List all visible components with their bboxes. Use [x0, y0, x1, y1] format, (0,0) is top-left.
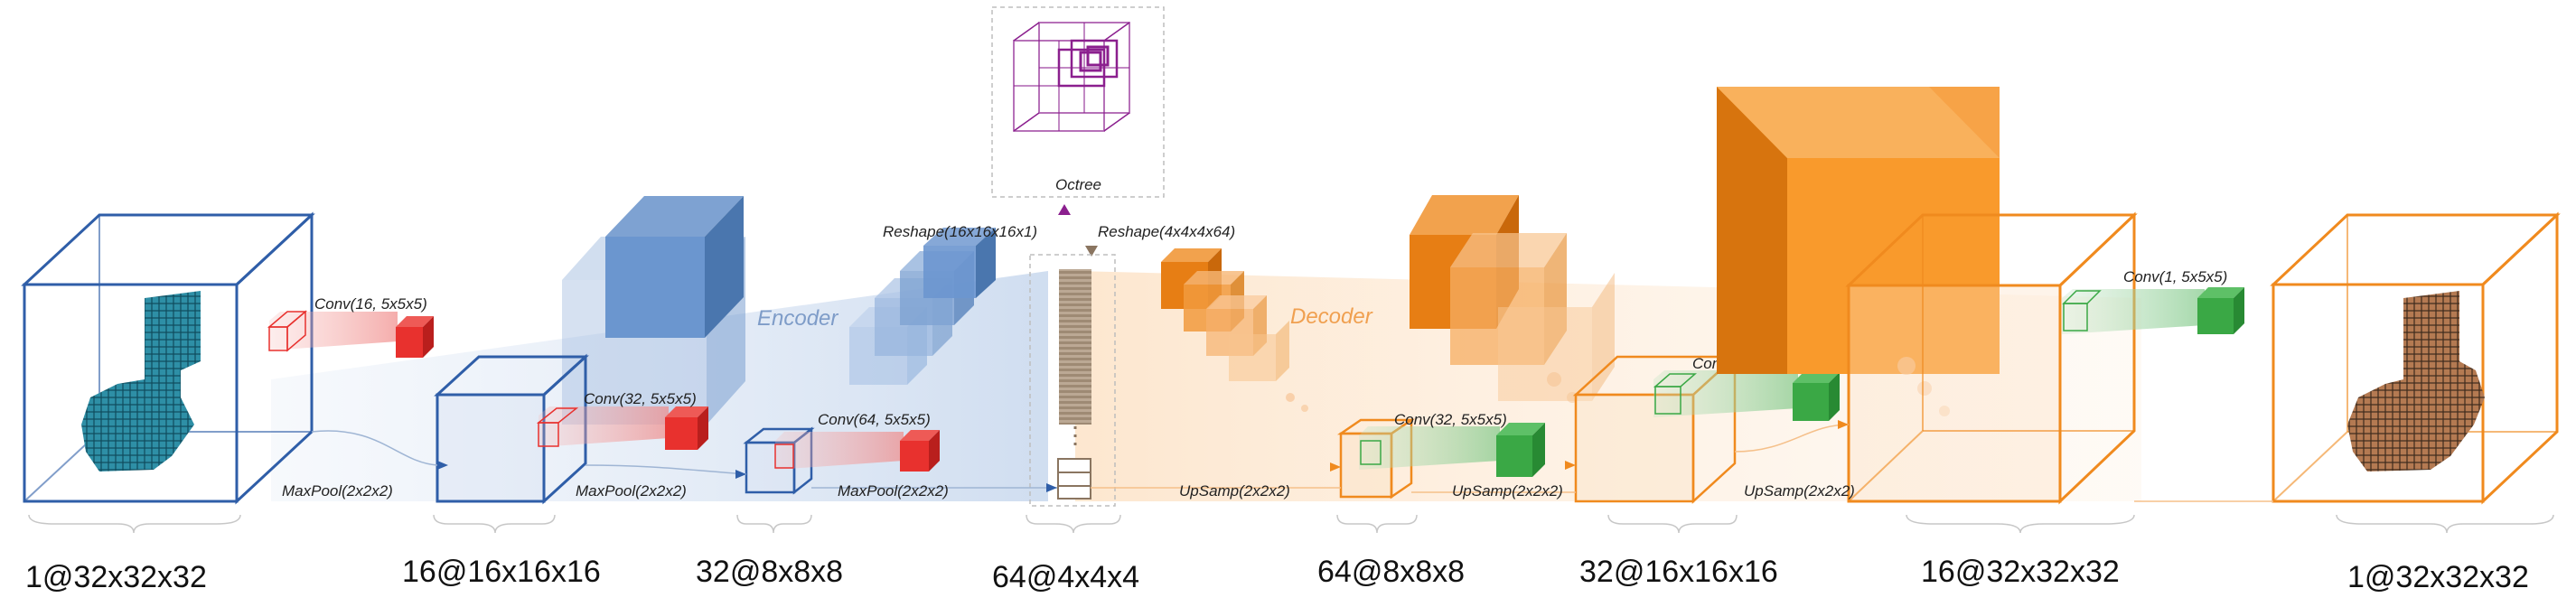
braces [28, 514, 2554, 534]
octree-label: Octree [1055, 176, 1101, 193]
latent-column [1029, 254, 1116, 507]
conv3-label: Conv(64, 5x5x5) [818, 411, 931, 428]
dim-decoder3: 16@32x32x32 [1921, 555, 2120, 589]
decoder-stack-1 [1161, 248, 1308, 412]
maxpool1-label: MaxPool(2x2x2) [282, 482, 393, 500]
conv3-block: Conv(64, 5x5x5) [774, 411, 940, 472]
encoder-label: Encoder [757, 306, 838, 331]
dconv3-label: Conv(1, 5x5x5) [2123, 268, 2227, 285]
output-voxel-cube [2270, 211, 2561, 505]
conv2-label: Conv(32, 5x5x5) [584, 390, 697, 407]
flow-lines [311, 424, 2273, 502]
dim-decoder1: 64@8x8x8 [1317, 555, 1465, 589]
upsamp2-label: UpSamp(2x2x2) [1452, 482, 1563, 500]
reshape-dec-label: Reshape(4x4x4x64) [1098, 223, 1235, 240]
arrow-icon [1330, 462, 1341, 472]
output-toilet-voxels [2347, 291, 2485, 472]
arrow-icon [437, 461, 448, 470]
upsamp3-label: UpSamp(2x2x2) [1744, 482, 1855, 500]
upsamp1-label: UpSamp(2x2x2) [1179, 482, 1290, 500]
octree-panel: Octree [991, 6, 1165, 198]
decoder-label: Decoder [1290, 304, 1373, 329]
conv1-label: Conv(16, 5x5x5) [314, 295, 427, 313]
layer2-feature-stack [849, 228, 996, 385]
layer1-feature-cube [562, 196, 745, 425]
up-arrow-icon [1058, 204, 1071, 215]
maxpool3-label: MaxPool(2x2x2) [838, 482, 949, 500]
dim-layer2: 32@8x8x8 [696, 555, 843, 589]
arrow-icon [1046, 483, 1057, 492]
dim-input: 1@32x32x32 [25, 560, 207, 594]
arrow-icon [1838, 420, 1849, 429]
dim-layer1: 16@16x16x16 [402, 555, 601, 589]
down-arrow-icon [1085, 246, 1098, 257]
dconv1-block: Conv(32, 5x5x5) [1359, 411, 1545, 477]
arrow-icon [1565, 461, 1576, 470]
dim-decoder2: 32@16x16x16 [1579, 555, 1778, 589]
dconv3-block: Conv(1, 5x5x5) [2062, 268, 2244, 334]
layer1-outline-cube [434, 353, 589, 505]
conv2-block: Conv(32, 5x5x5) [536, 390, 708, 450]
reshape-enc-label: Reshape(16x16x16x1) [883, 223, 1037, 240]
decoder-stack-2 [1410, 195, 1615, 403]
input-voxel-cube [21, 211, 315, 505]
dim-latent: 64@4x4x4 [992, 560, 1139, 594]
maxpool2-label: MaxPool(2x2x2) [576, 482, 687, 500]
dim-output: 1@32x32x32 [2347, 560, 2529, 594]
decoder-stack-3 [1717, 87, 2000, 416]
input-toilet-voxels [81, 291, 201, 472]
conv1-block: Conv(16, 5x5x5) [267, 295, 434, 358]
decoder-outline-cube-3 [1845, 211, 2138, 505]
octree-icon [1013, 22, 1130, 132]
arrow-icon [735, 470, 746, 479]
dconv1-label: Conv(32, 5x5x5) [1394, 411, 1507, 428]
